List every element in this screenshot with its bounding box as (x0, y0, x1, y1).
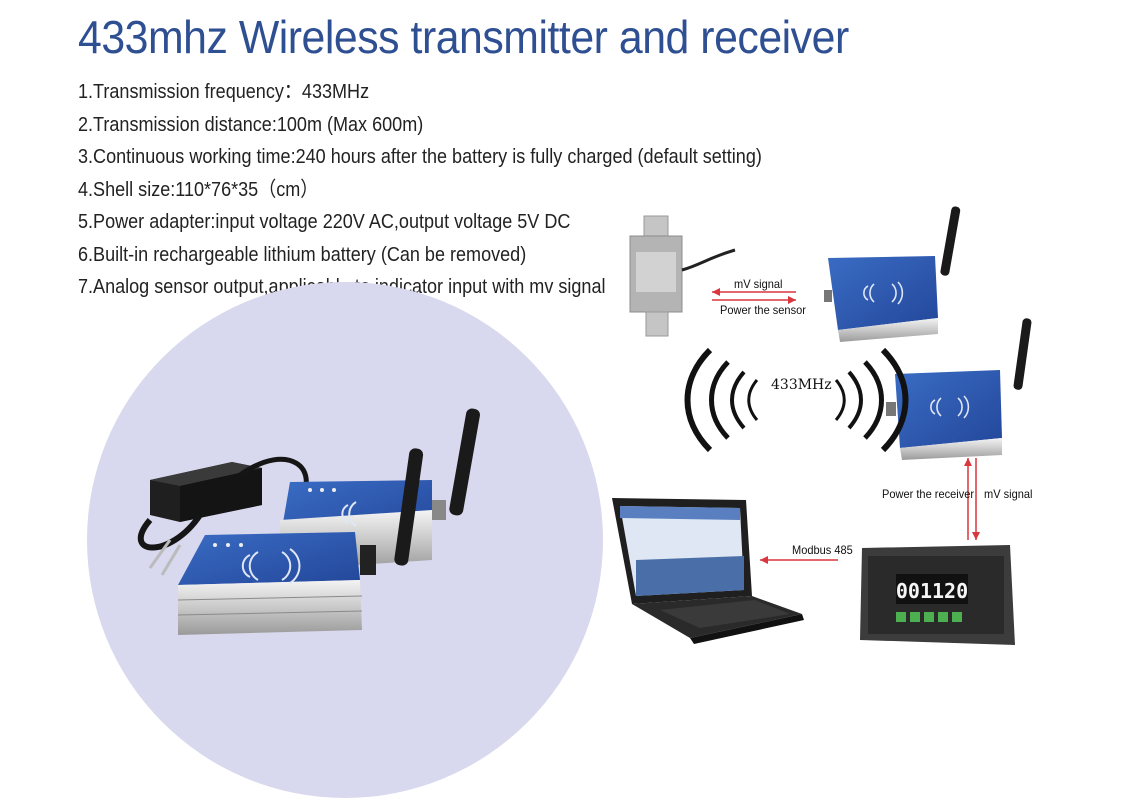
signal-arrows-right (964, 458, 980, 540)
modbus-arrow (760, 556, 838, 564)
power-sensor-label: Power the sensor (720, 303, 806, 317)
indicator-display: 001120 (896, 579, 968, 603)
spec-item: 2.Transmission distance:100m (Max 600m) (78, 112, 424, 136)
signal-arrows-top (712, 288, 796, 304)
page-title: 433mhz Wireless transmitter and receiver (78, 11, 849, 63)
laptop-icon (612, 498, 804, 644)
modbus-label: Modbus 485 (792, 543, 853, 557)
spec-item: 4.Shell size:110*76*35（cm） (78, 177, 319, 201)
spec-list: 1.Transmission frequency：433MHz 2.Transm… (78, 76, 855, 304)
svg-text:001120: 001120 (896, 579, 968, 603)
transmitter-device-photo (177, 448, 424, 635)
mv-signal-label-right: mV signal (984, 487, 1033, 501)
load-cell-sensor-icon (629, 215, 736, 337)
weighing-indicator-icon: 001120 (860, 545, 1015, 645)
spec-item: 1.Transmission frequency：433MHz (78, 80, 370, 103)
transmitter-device-icon (824, 206, 961, 342)
spec-item: 5.Power adapter:input voltage 220V AC,ou… (78, 210, 571, 233)
frequency-label: 433MHz (771, 377, 832, 393)
spec-item: 3.Continuous working time:240 hours afte… (78, 145, 762, 168)
wireless-waves-icon (684, 347, 909, 453)
power-receiver-label: Power the receiver (882, 487, 975, 501)
spec-item: 6.Built-in rechargeable lithium battery … (78, 242, 527, 266)
mv-signal-label-top: mV signal (734, 277, 783, 291)
receiver-device-icon (886, 318, 1032, 460)
power-adapter-icon (137, 456, 309, 576)
